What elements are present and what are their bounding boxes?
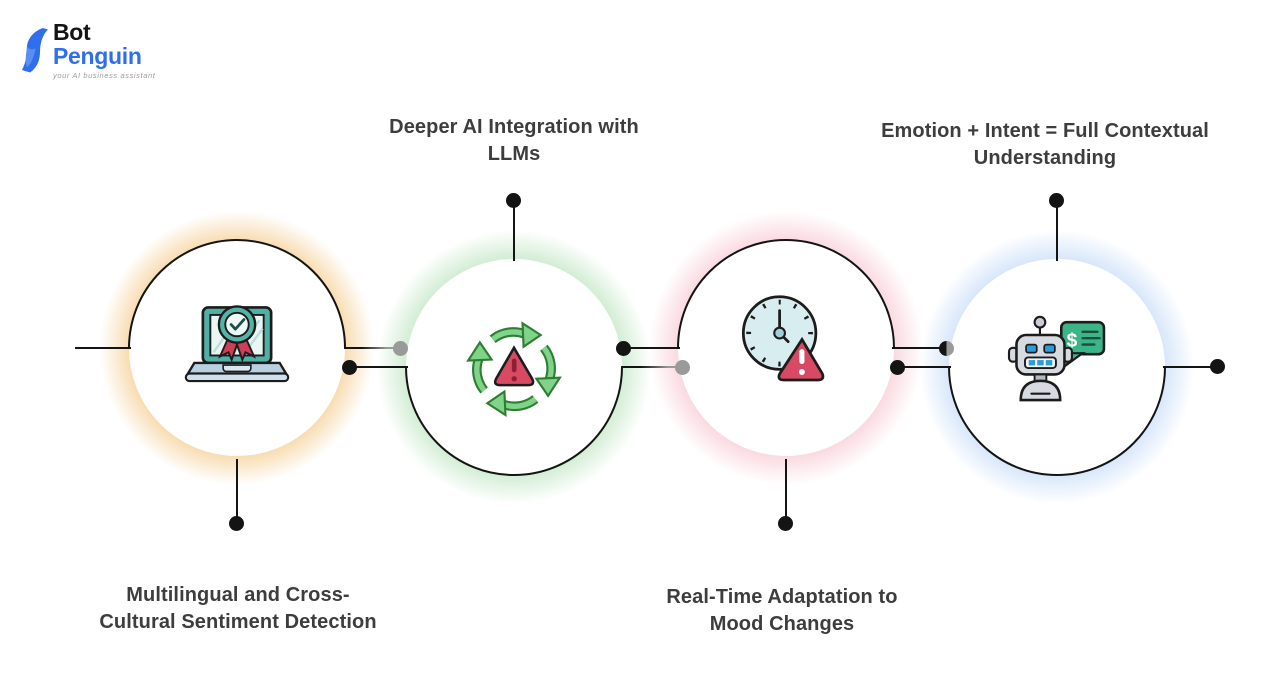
- connector-dot-split-3: [939, 341, 954, 356]
- step-circle-real-time: [678, 240, 894, 456]
- recycle-warning-icon: [450, 303, 578, 431]
- clock-warning-icon: [741, 295, 825, 382]
- label-stem-dot-3: [778, 516, 793, 531]
- label-stem-4: [1056, 207, 1058, 261]
- label-line: LLMs: [487, 143, 541, 165]
- step-circle-emotion-intent: $: [949, 259, 1165, 475]
- label-stem-1: [236, 459, 238, 518]
- connector-dot-black-4: [890, 360, 905, 375]
- step-label-real-time: Real-Time Adaptation to Mood Changes: [600, 584, 964, 638]
- connector-line-2-3-lower: [621, 366, 677, 368]
- botpenguin-logo: Bot Penguin your AI business assistant: [18, 20, 155, 80]
- connector-dot-gray-2: [675, 360, 690, 375]
- label-stem-3: [785, 459, 787, 518]
- connector-line-1-2-lower: [354, 366, 408, 368]
- step-label-multilingual: Multilingual and Cross- Cultural Sentime…: [48, 582, 428, 636]
- logo-text: Bot Penguin your AI business assistant: [53, 20, 155, 80]
- connector-dot-black-3: [616, 341, 631, 356]
- robot-chat-icon: $: [1007, 315, 1106, 402]
- label-stem-dot-1: [229, 516, 244, 531]
- connector-line-3-4-upper: [892, 347, 942, 349]
- penguin-icon: [22, 28, 48, 73]
- connector-line-right-edge: [1163, 366, 1213, 368]
- chat-bubble-dollar-text: $: [1067, 331, 1078, 352]
- label-line: Real-Time Adaptation to: [666, 586, 898, 608]
- laptop-certificate-icon: [184, 305, 290, 383]
- step-label-llm-integration: Deeper AI Integration with LLMs: [341, 114, 687, 168]
- connector-line-1-2-upper: [344, 347, 394, 349]
- label-line: Deeper AI Integration with: [389, 116, 639, 138]
- connector-line-2-3-upper: [629, 347, 680, 349]
- label-line: Mood Changes: [709, 613, 855, 635]
- connector-dot-black-2: [342, 360, 357, 375]
- label-stem-dot-4: [1049, 193, 1064, 208]
- logo-word-bot: Bot: [53, 19, 91, 45]
- label-line: Multilingual and Cross-: [126, 584, 350, 606]
- label-stem-2: [513, 207, 515, 261]
- logo-tagline: your AI business assistant: [53, 71, 156, 80]
- step-circle-llm-integration: [406, 259, 622, 475]
- connector-line-left-edge: [75, 347, 131, 349]
- connector-line-3-4-lower: [903, 366, 951, 368]
- connector-dot-black-right: [1210, 359, 1225, 374]
- step-circle-multilingual: [129, 240, 345, 456]
- label-line: Cultural Sentiment Detection: [99, 611, 377, 633]
- logo-word-penguin: Penguin: [53, 43, 142, 69]
- step-label-emotion-intent: Emotion + Intent = Full Contextual Under…: [830, 118, 1260, 172]
- connector-dot-gray-1: [393, 341, 408, 356]
- label-line: Emotion + Intent = Full Contextual: [881, 120, 1209, 142]
- label-stem-dot-2: [506, 193, 521, 208]
- label-line: Understanding: [973, 147, 1117, 169]
